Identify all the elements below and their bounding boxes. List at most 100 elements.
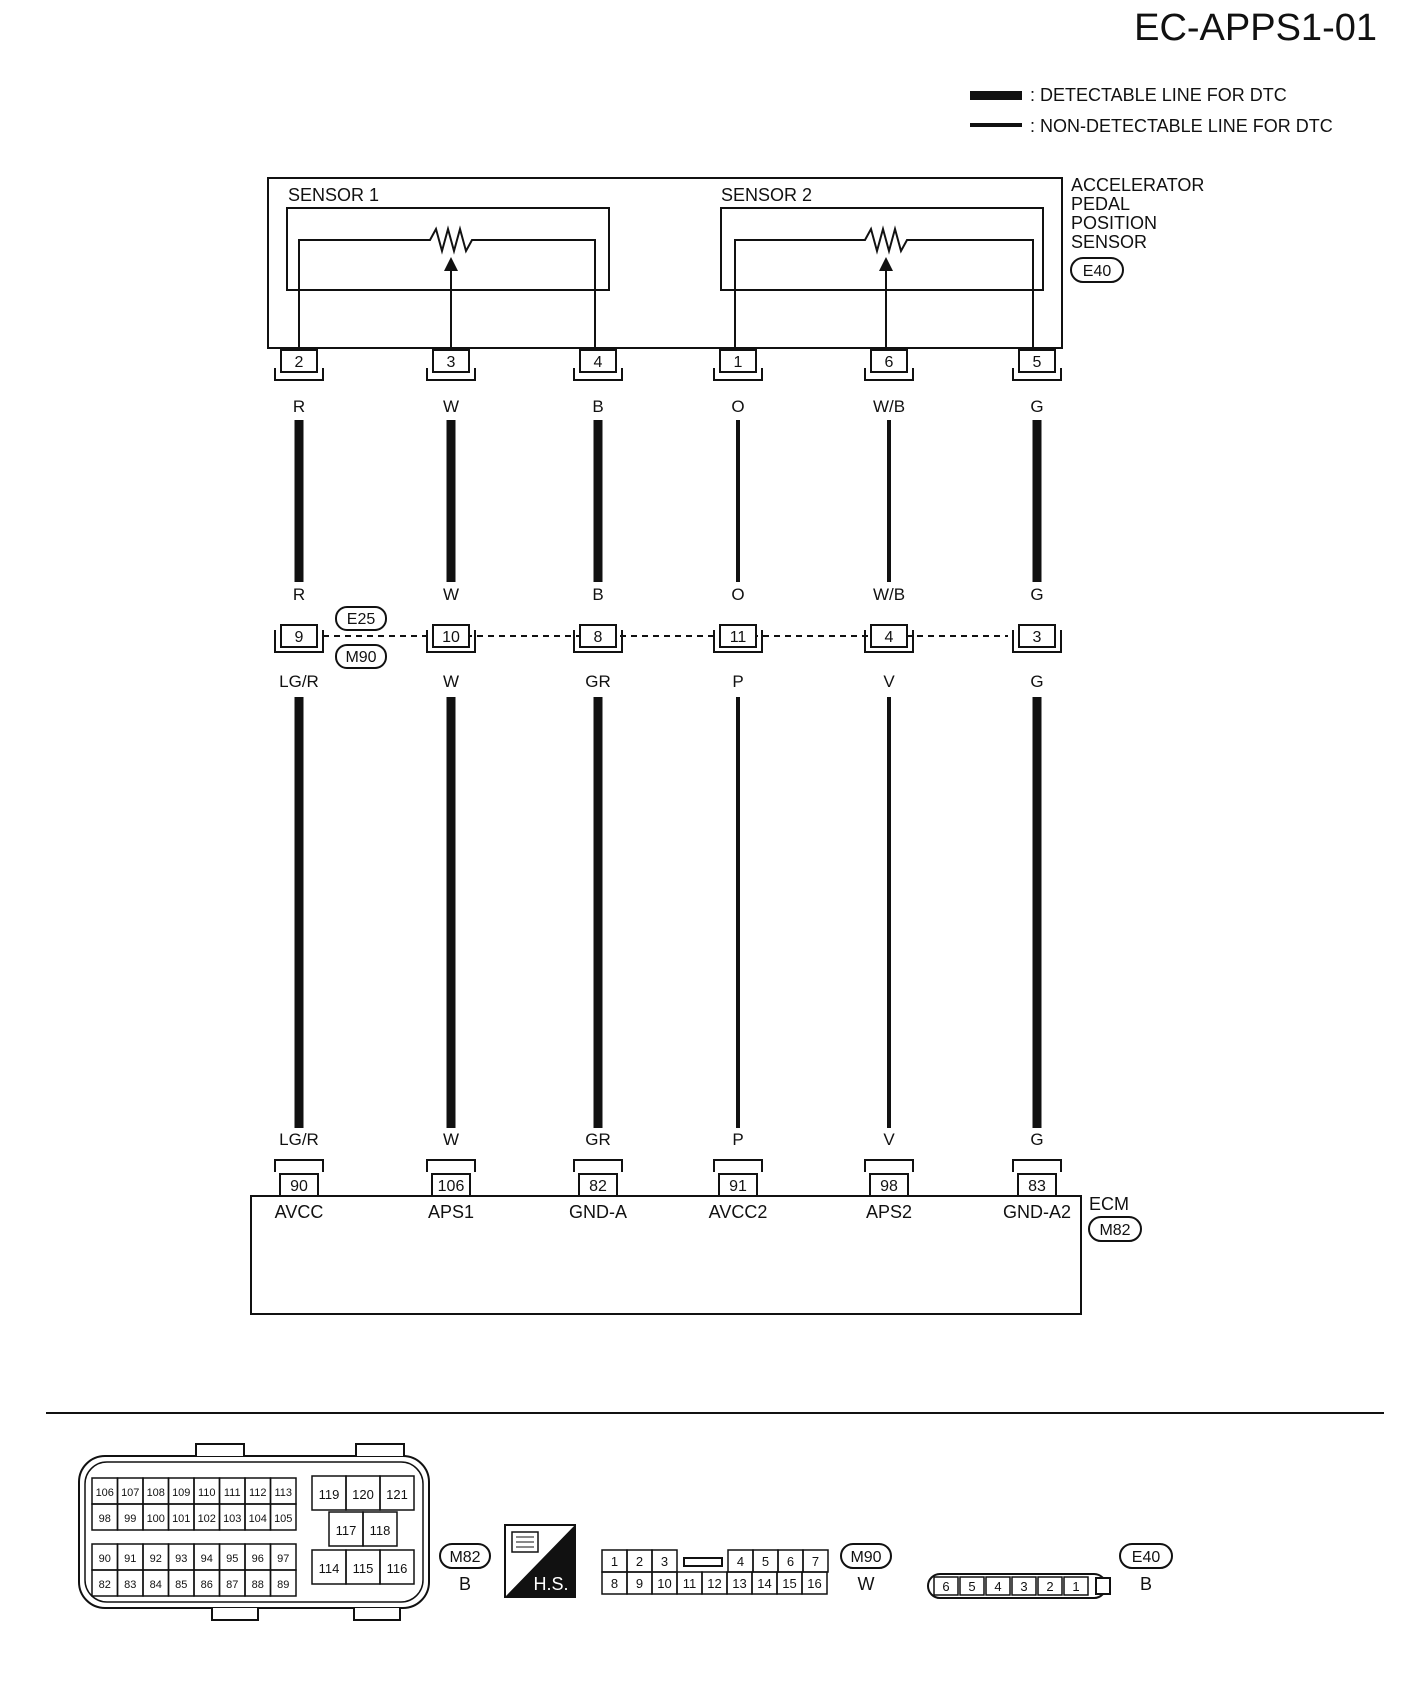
wire-color-upper-bottom: R bbox=[293, 585, 305, 604]
legend-detectable-label: : DETECTABLE LINE FOR DTC bbox=[1030, 85, 1287, 105]
ecm-signal-name: AVCC bbox=[275, 1202, 324, 1222]
junction-pin-number: 11 bbox=[730, 629, 747, 646]
hs-connector-icon bbox=[511, 1531, 539, 1553]
m82-cavity-number: 93 bbox=[175, 1553, 187, 1565]
e40-cavity-number: 2 bbox=[1046, 1579, 1053, 1594]
m82-cavity-number: 119 bbox=[319, 1487, 340, 1502]
wire-color-upper-bottom: W/B bbox=[873, 585, 905, 604]
ecm-pin-bracket bbox=[573, 1159, 623, 1172]
hs-connector-icon-detail bbox=[516, 1536, 534, 1548]
sensor-pin-box bbox=[280, 349, 318, 373]
wire-color-lower-bottom: LG/R bbox=[279, 1130, 319, 1149]
e40-cavities: 6 5 4 3 2 1 bbox=[933, 1576, 1089, 1596]
wire-color-lower-bottom: W bbox=[443, 1130, 459, 1149]
wire-color-upper-top: O bbox=[731, 397, 744, 416]
wire-color-lower-top: LG/R bbox=[279, 672, 319, 691]
m82-cavity bbox=[362, 1511, 398, 1547]
m82-cavity-number: 94 bbox=[201, 1553, 213, 1565]
m82-cavity-number: 88 bbox=[252, 1579, 264, 1591]
m82-cavity-number: 114 bbox=[319, 1561, 340, 1576]
junction-pin-box bbox=[432, 624, 470, 648]
m90-cavity-number: 5 bbox=[762, 1554, 769, 1569]
wire-color-upper-top: R bbox=[293, 397, 305, 416]
junction-pin-bracket bbox=[713, 630, 763, 653]
wire-color-lower-bottom: V bbox=[883, 1130, 895, 1149]
m82-body-inner bbox=[84, 1461, 424, 1603]
m82-cavity bbox=[269, 1503, 297, 1531]
m82-top-lock-left bbox=[195, 1443, 245, 1456]
ecm-pin-number: 83 bbox=[1028, 1178, 1046, 1195]
junction-pin-box bbox=[579, 624, 617, 648]
sensor-name-line1: ACCELERATOR bbox=[1071, 175, 1204, 195]
e40-cavity bbox=[1063, 1576, 1089, 1596]
e40-cavity-number: 1 bbox=[1072, 1579, 1079, 1594]
sensor-name-line3: POSITION bbox=[1071, 213, 1157, 233]
wire-color-upper-bottom: O bbox=[731, 585, 744, 604]
m82-cavity bbox=[379, 1475, 415, 1511]
m82-cavity bbox=[379, 1549, 415, 1585]
m82-cavity-number: 102 bbox=[198, 1513, 216, 1525]
m82-id: M82 bbox=[449, 1549, 480, 1566]
m90-cavity bbox=[801, 1571, 828, 1595]
m90-cavity-number: 16 bbox=[807, 1576, 821, 1591]
junction-pin-number: 4 bbox=[885, 629, 894, 646]
sensor-connector-id: E40 bbox=[1083, 263, 1112, 280]
m82-cavity-number: 103 bbox=[223, 1513, 241, 1525]
e40-latch bbox=[1095, 1577, 1111, 1595]
m90-cavity-number: 9 bbox=[636, 1576, 643, 1591]
sensor-pin-number: 6 bbox=[885, 354, 894, 371]
m82-cavity-number: 112 bbox=[249, 1487, 267, 1499]
e40-cavity-number: 6 bbox=[942, 1579, 949, 1594]
junction-pin-bracket bbox=[864, 630, 914, 653]
wire-color-upper-bottom: W bbox=[443, 585, 459, 604]
sensor1-wiper-arrow bbox=[444, 257, 458, 271]
e40-cavity-number: 5 bbox=[968, 1579, 975, 1594]
sensor-housing bbox=[267, 177, 1063, 349]
m82-id-pill bbox=[439, 1543, 491, 1569]
wire-color-lower-bottom: P bbox=[732, 1130, 743, 1149]
m90-cavity-number: 15 bbox=[782, 1576, 796, 1591]
m82-cavity-number: 92 bbox=[150, 1553, 162, 1565]
e40-cavity bbox=[959, 1576, 985, 1596]
m82-cavity-number: 86 bbox=[201, 1579, 213, 1591]
sensor-pin-bracket bbox=[713, 368, 763, 381]
sensor-pin-box bbox=[870, 349, 908, 373]
legend: : DETECTABLE LINE FOR DTC : NON-DETECTAB… bbox=[970, 85, 1333, 136]
m82-cavity-number: 87 bbox=[226, 1579, 238, 1591]
m82-cavity-number: 82 bbox=[99, 1579, 111, 1591]
hs-dark-half bbox=[505, 1525, 575, 1597]
m82-bottom-lock-right bbox=[353, 1608, 401, 1621]
m82-cavity-number: 89 bbox=[277, 1579, 289, 1591]
harness-side-symbol: H.S. bbox=[504, 1524, 576, 1598]
sensor-pin-box bbox=[432, 349, 470, 373]
m82-cavity-number: 91 bbox=[124, 1553, 136, 1565]
ecm-pin-bracket bbox=[1012, 1159, 1062, 1172]
m82-cavity-number: 117 bbox=[336, 1523, 357, 1538]
m82-cavity-number: 101 bbox=[172, 1513, 190, 1525]
sensor-name-line4: SENSOR bbox=[1071, 232, 1147, 252]
sensor-pin-bracket bbox=[864, 368, 914, 381]
junction-id-bottom: M90 bbox=[345, 649, 376, 666]
junction-pin-box bbox=[280, 624, 318, 648]
m82-cavity-number: 98 bbox=[99, 1513, 111, 1525]
m90-cavity-number: 6 bbox=[787, 1554, 794, 1569]
legend-non-detectable-label: : NON-DETECTABLE LINE FOR DTC bbox=[1030, 116, 1333, 136]
wire-color-lower-top: W bbox=[443, 672, 459, 691]
ecm-signal-name: APS2 bbox=[866, 1202, 912, 1222]
junction-pin-box bbox=[719, 624, 757, 648]
e40-cavity-number: 4 bbox=[994, 1579, 1001, 1594]
sensor-pin-number: 5 bbox=[1033, 354, 1042, 371]
m90-latch bbox=[683, 1557, 723, 1567]
m82-cavity-number: 97 bbox=[277, 1553, 289, 1565]
ecm-signal-name: APS1 bbox=[428, 1202, 474, 1222]
e40-cavity-number: 3 bbox=[1020, 1579, 1027, 1594]
ecm-pin-number: 98 bbox=[880, 1178, 898, 1195]
ecm-box bbox=[250, 1195, 1082, 1315]
junction-connector: E25 M90 bbox=[323, 606, 1008, 669]
e40-cavity bbox=[1037, 1576, 1063, 1596]
wire-color-upper-top: W/B bbox=[873, 397, 905, 416]
m90-cavity-number: 4 bbox=[737, 1554, 744, 1569]
sensor-pin-number: 3 bbox=[447, 354, 456, 371]
